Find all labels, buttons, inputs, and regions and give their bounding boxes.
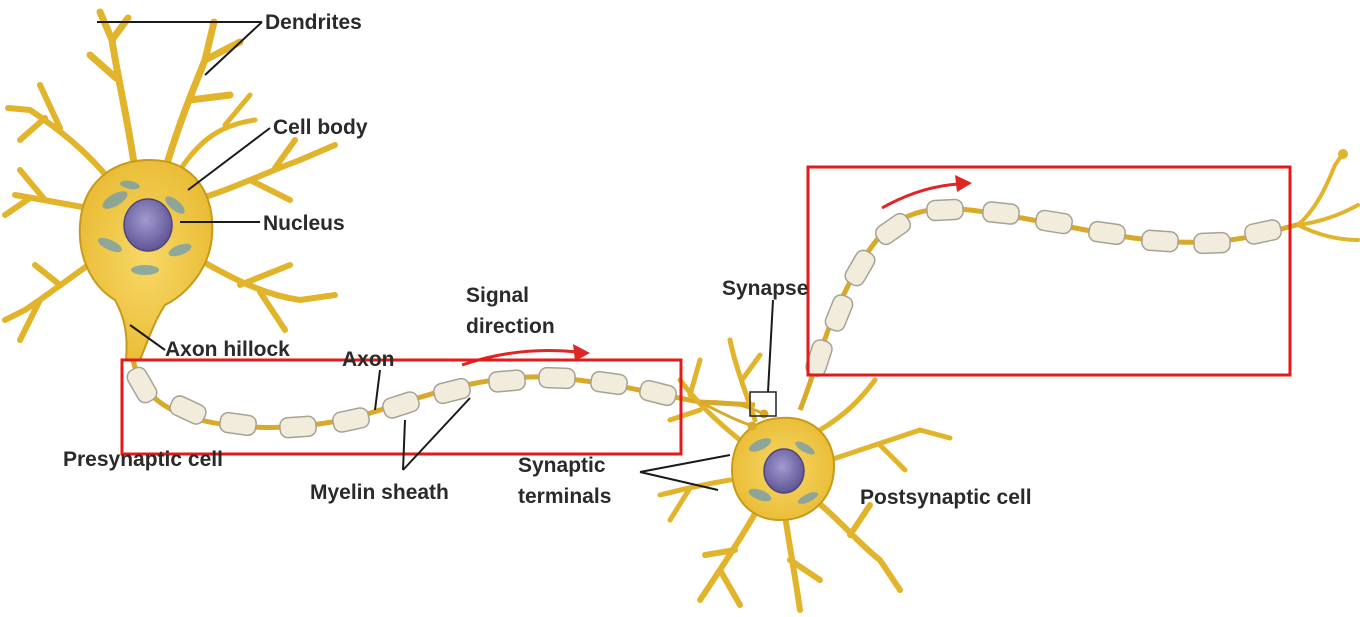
label-nucleus: Nucleus	[263, 212, 345, 235]
highlight-box-postsynaptic-axon	[808, 167, 1290, 375]
label-postsynaptic-cell: Postsynaptic cell	[860, 486, 1032, 509]
postsynaptic-neuron	[660, 340, 950, 610]
presynaptic-cell-body	[80, 160, 213, 360]
label-axon: Axon	[342, 348, 395, 371]
label-cell-body: Cell body	[273, 116, 368, 139]
myelin-segments-postsynaptic	[804, 199, 1283, 378]
presynaptic-neuron	[5, 12, 335, 360]
label-axon-hillock: Axon hillock	[165, 338, 290, 361]
presynaptic-nucleus	[124, 199, 172, 251]
myelin-segments-presynaptic	[124, 364, 678, 438]
label-presynaptic-cell: Presynaptic cell	[63, 448, 223, 471]
label-myelin-sheath: Myelin sheath	[310, 481, 449, 504]
postsynaptic-nucleus	[764, 449, 804, 493]
label-signal-direction-line2: direction	[466, 315, 555, 338]
label-synapse: Synapse	[722, 277, 808, 300]
signal-arrow-icon	[462, 344, 590, 365]
labels: Dendrites Cell body Nucleus Axon hillock…	[63, 11, 1032, 509]
axon-terminal-branches	[1298, 151, 1358, 240]
label-signal-direction-line1: Signal	[466, 284, 529, 307]
label-synaptic-terminals-line2: terminals	[518, 485, 611, 508]
label-dendrites: Dendrites	[265, 11, 362, 34]
label-synaptic-terminals-line1: Synaptic	[518, 454, 606, 477]
